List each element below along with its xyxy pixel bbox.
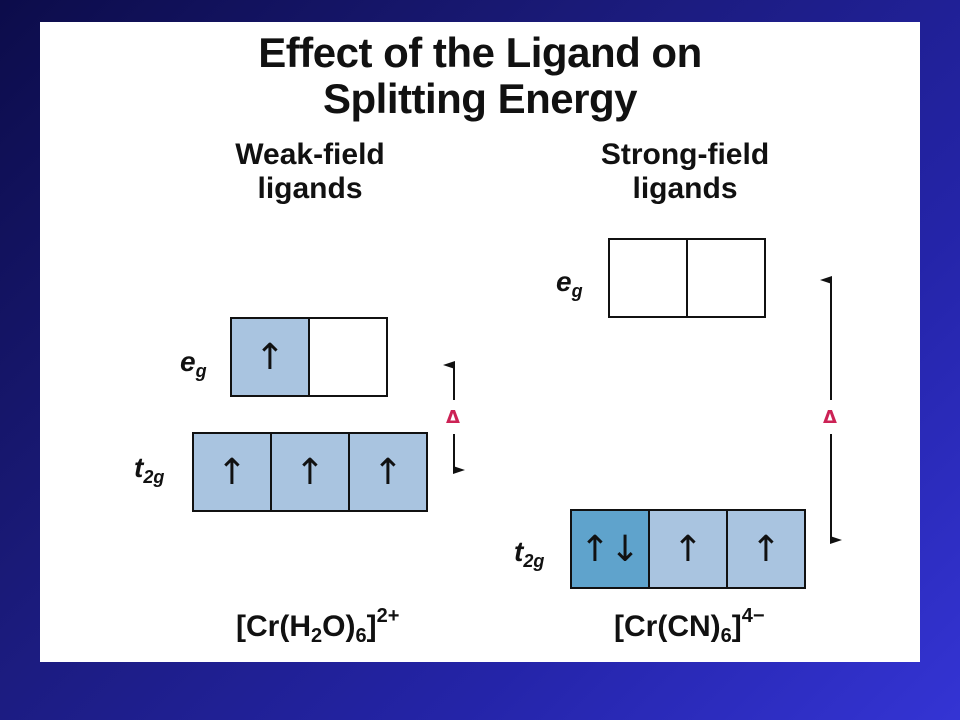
weak-t2g-orbital-1: ↑	[192, 432, 272, 512]
weak-t2g-orbital-2: ↑	[270, 432, 350, 512]
strong-heading-line-1: Strong-field	[600, 138, 770, 171]
weak-eg-label: eg	[180, 346, 207, 381]
weak-eg-orbital-2	[308, 317, 388, 397]
strong-eg-orbital-2	[686, 238, 766, 318]
strong-t2g-orbitals: ↑↓ ↑ ↑	[570, 509, 806, 589]
weak-t2g-label: t2g	[134, 452, 165, 487]
strong-delta-symbol: Δ	[823, 407, 837, 428]
title-line-1: Effect of the Ligand on	[258, 29, 702, 76]
weak-complex-formula: [Cr(H2O)6]2+	[236, 605, 400, 647]
strong-eg-label: eg	[556, 266, 583, 301]
weak-heading-line-1: Weak-field	[235, 138, 385, 171]
strong-field-heading: Strong-field ligands	[560, 138, 810, 206]
strong-heading-line-2: ligands	[632, 172, 738, 205]
splitting-arrows	[443, 276, 842, 544]
weak-field-heading: Weak-field ligands	[200, 138, 420, 206]
strong-t2g-orbital-3: ↑	[726, 509, 806, 589]
strong-eg-orbital-1	[608, 238, 688, 318]
strong-eg-orbitals	[608, 238, 766, 318]
weak-delta-symbol: Δ	[446, 407, 460, 428]
strong-t2g-orbital-1: ↑↓	[570, 509, 650, 589]
diagram-panel: Effect of the Ligand on Splitting Energy…	[40, 22, 920, 662]
title-line-2: Splitting Energy	[322, 75, 638, 122]
weak-heading-line-2: ligands	[257, 172, 363, 205]
strong-t2g-label: t2g	[514, 536, 545, 571]
strong-complex-formula: [Cr(CN)6]4−	[614, 605, 765, 647]
weak-eg-orbitals: ↑	[230, 317, 388, 397]
strong-t2g-orbital-2: ↑	[648, 509, 728, 589]
weak-t2g-orbitals: ↑ ↑ ↑	[192, 432, 428, 512]
weak-t2g-orbital-3: ↑	[348, 432, 428, 512]
